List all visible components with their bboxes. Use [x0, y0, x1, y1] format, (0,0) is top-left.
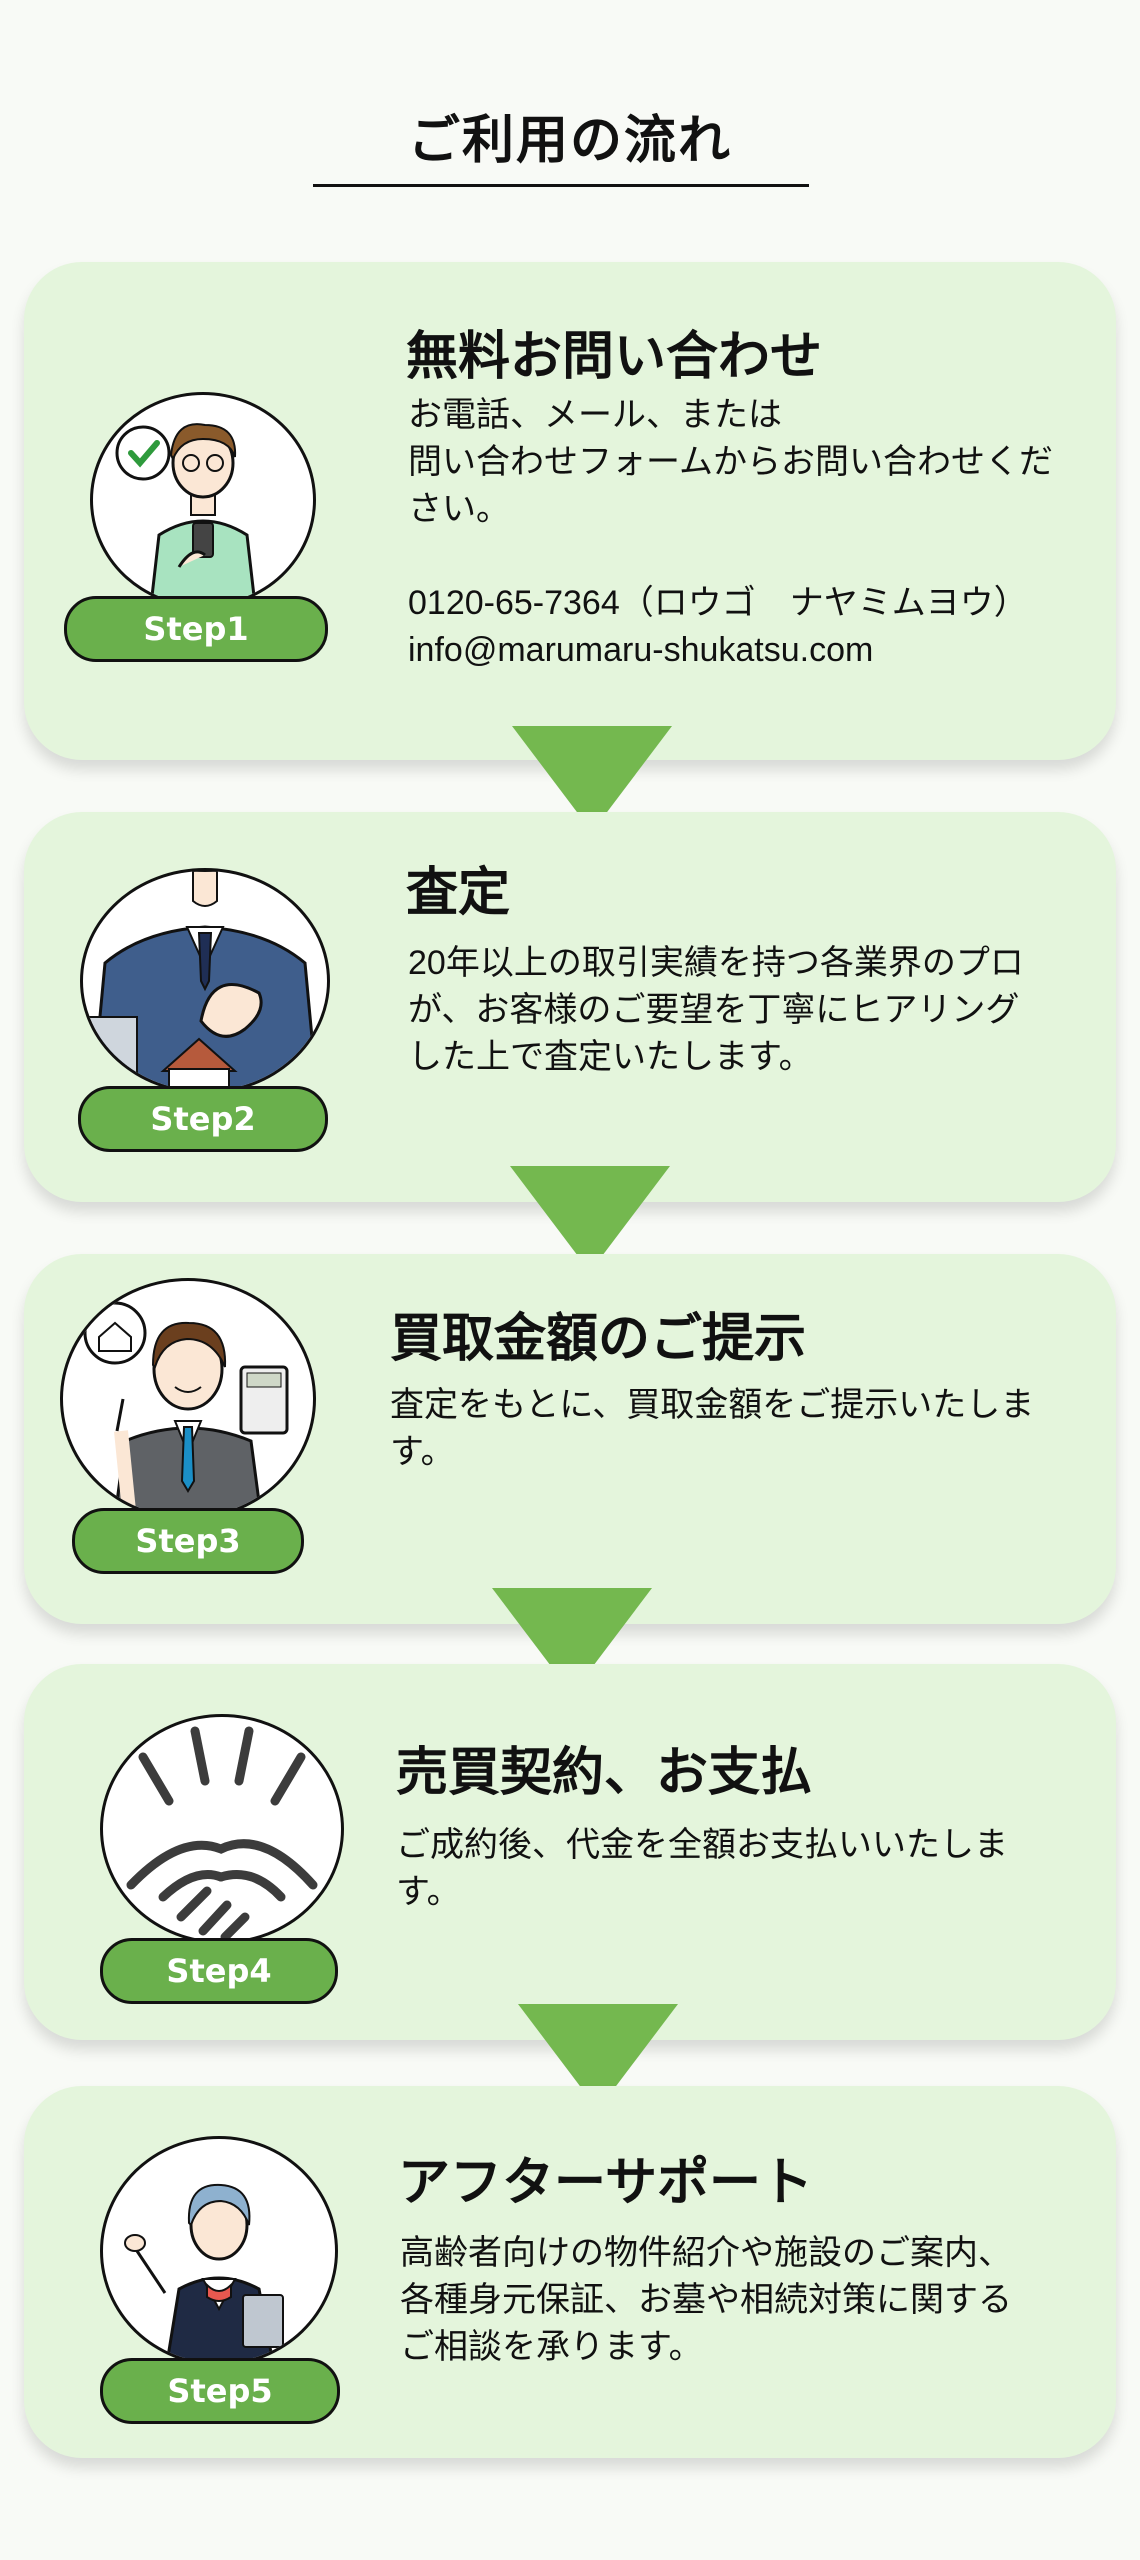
handshake-icon: [100, 1714, 344, 1944]
step-badge-2: Step2: [78, 1086, 328, 1152]
page-title: ご利用の流れ: [407, 111, 732, 171]
step-badge-4: Step4: [100, 1938, 338, 2004]
step-card-5: Step5 アフターサポート 高齢者向けの物件紹介や施設のご案内、 各種身元保証…: [24, 2086, 1116, 2458]
step-card-2: Step2 査定 20年以上の取引実績を持つ各業界のプロ が、お客様のご要望を丁…: [24, 812, 1116, 1202]
step-title-5: アフターサポート: [398, 2153, 813, 2213]
step-badge-5: Step5: [100, 2358, 340, 2424]
step-description-1: お電話、メール、または 問い合わせフォームからお問い合わせくだ さい。 0120…: [408, 396, 1053, 669]
step-title-3: 買取金額のご提示: [390, 1309, 807, 1369]
step-title-1: 無料お問い合わせ: [406, 327, 823, 387]
step-description-3: 査定をもとに、買取金額をご提示いたしま す。: [390, 1386, 1035, 1471]
step-description-2: 20年以上の取引実績を持つ各業界のプロ が、お客様のご要望を丁寧にヒアリング し…: [408, 944, 1024, 1076]
title-underline: [313, 184, 809, 187]
step-title-2: 査定: [406, 863, 511, 923]
step-badge-1: Step1: [64, 596, 328, 662]
man-using-smartphone-icon: [90, 392, 316, 608]
step-description-4: ご成約後、代金を全額お支払いいたしま す。: [396, 1826, 1008, 1911]
step-card-3: Step3 買取金額のご提示 査定をもとに、買取金額をご提示いたしま す。: [24, 1254, 1116, 1624]
step-card-1: Step1 無料お問い合わせ お電話、メール、または 問い合わせフォームからお問…: [24, 262, 1116, 760]
man-with-calculator-icon: [60, 1278, 316, 1520]
woman-guide-icon: [100, 2136, 338, 2366]
step-badge-3: Step3: [72, 1508, 304, 1574]
businessman-with-house-icon: [80, 868, 330, 1094]
step-description-5: 高齢者向けの物件紹介や施設のご案内、 各種身元保証、お墓や相続対策に関する ご相…: [400, 2234, 1012, 2366]
step-card-4: Step4 売買契約、お支払 ご成約後、代金を全額お支払いいたしま す。: [24, 1664, 1116, 2040]
step-title-4: 売買契約、お支払: [396, 1743, 813, 1803]
